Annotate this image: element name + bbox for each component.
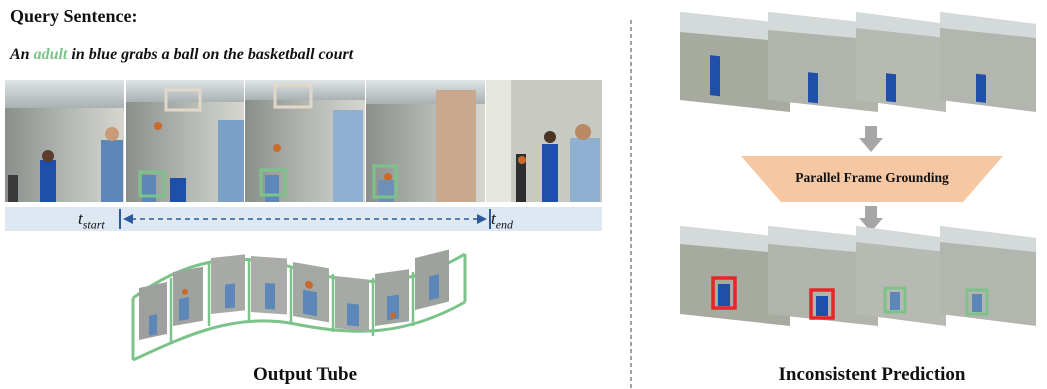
frame-2 — [126, 80, 244, 202]
module-label: Parallel Frame Grounding — [795, 170, 949, 185]
input-frame-3 — [856, 12, 946, 112]
tube-frame-1 — [139, 282, 167, 340]
output-tube — [131, 249, 467, 362]
video-strip — [5, 80, 602, 202]
timeline-arrow — [119, 209, 491, 229]
tube-frame-5 — [293, 262, 329, 323]
inconsistent-prediction-caption: Inconsistent Prediction — [778, 364, 966, 385]
tube-frame-4 — [251, 256, 287, 315]
input-frame-2 — [768, 12, 878, 112]
red-box-1 — [711, 276, 737, 310]
output-tube-caption: Output Tube — [252, 364, 358, 385]
output-frames — [680, 226, 1036, 326]
tube-frame-2 — [173, 266, 203, 326]
panel-divider — [630, 20, 632, 389]
query-sentence: An adult in blue grabs a ball on the bas… — [10, 46, 354, 63]
down-arrow-icon-bottom — [859, 206, 883, 232]
output-frame-2 — [768, 226, 878, 326]
video-frames — [5, 80, 602, 202]
down-arrow-icon-top — [859, 126, 883, 152]
green-box-1 — [883, 286, 907, 314]
output-frame-1 — [680, 226, 790, 326]
parallel-frame-grounding-module — [741, 156, 1003, 202]
frame-5 — [486, 80, 602, 202]
highlight-word: adult — [33, 46, 68, 63]
green-box-2 — [965, 288, 989, 316]
tube-frame-7 — [375, 269, 409, 326]
tube-frame-8 — [415, 249, 449, 310]
tube-frame-6 — [335, 276, 369, 332]
input-frames — [680, 12, 1036, 112]
right-arrowhead-icon — [477, 214, 487, 224]
input-frame-1 — [680, 12, 790, 112]
tube-ribs — [169, 258, 415, 342]
input-frame-4 — [940, 12, 1036, 112]
query-heading: Query Sentence: — [10, 6, 138, 26]
left-arrowhead-icon — [123, 214, 133, 224]
output-frame-4 — [940, 226, 1036, 326]
tube-frames — [139, 249, 449, 340]
t-start-label: tstart — [78, 209, 105, 232]
frame-3 — [245, 80, 365, 202]
t-end-label: tend — [491, 209, 514, 232]
frame-1 — [5, 80, 124, 202]
tube-frame-3 — [211, 254, 245, 314]
frame-4 — [366, 80, 485, 202]
red-box-2 — [809, 288, 835, 320]
output-frame-3 — [856, 226, 946, 326]
